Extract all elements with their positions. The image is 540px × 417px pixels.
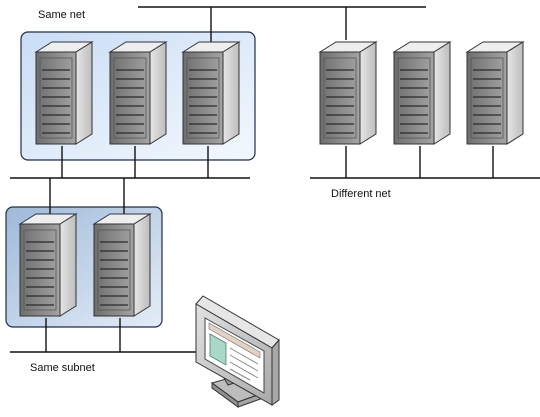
different-net-label: Different net (331, 188, 391, 200)
server-icon (109, 41, 167, 145)
same-subnet-label: Same subnet (30, 362, 95, 374)
network-lines (10, 6, 540, 353)
server-icon (19, 213, 77, 317)
server-icon (466, 41, 524, 145)
server-icon (93, 213, 151, 317)
server-icon (35, 41, 93, 145)
server-icon (393, 41, 451, 145)
server-icon (182, 41, 240, 145)
server-icon (319, 41, 377, 145)
monitor-icon (195, 295, 280, 408)
same-net-label: Same net (38, 9, 86, 21)
